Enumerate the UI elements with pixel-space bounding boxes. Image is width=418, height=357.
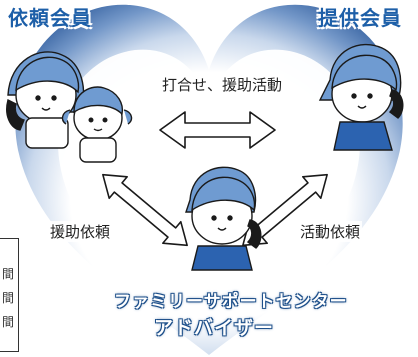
side-note-char: 間 <box>2 315 15 329</box>
provider-role-label: 提供会員 <box>318 6 402 30</box>
requester-parent-figure <box>6 51 85 149</box>
advisor-caption-line2: アドバイザー <box>153 317 274 339</box>
requester-role-label: 依頼会員 <box>8 6 92 30</box>
request-help-label: 援助依頼 <box>48 221 113 242</box>
arrow-meeting <box>159 111 276 149</box>
request-activity-label: 活動依頼 <box>298 221 363 242</box>
meeting-flow-label: 打合せ、援助活動 <box>160 74 285 95</box>
side-note-char: 間 <box>2 267 15 281</box>
side-note-char: 間 <box>2 291 15 305</box>
advisor-caption-line1: ファミリーサポートセンター <box>114 292 348 312</box>
arrow-request-help <box>102 173 188 247</box>
advisor-figure <box>185 166 262 271</box>
requester-child-figure <box>61 86 133 163</box>
side-note-box: 間 間 間 <box>0 238 19 352</box>
provider-figure <box>318 43 404 151</box>
